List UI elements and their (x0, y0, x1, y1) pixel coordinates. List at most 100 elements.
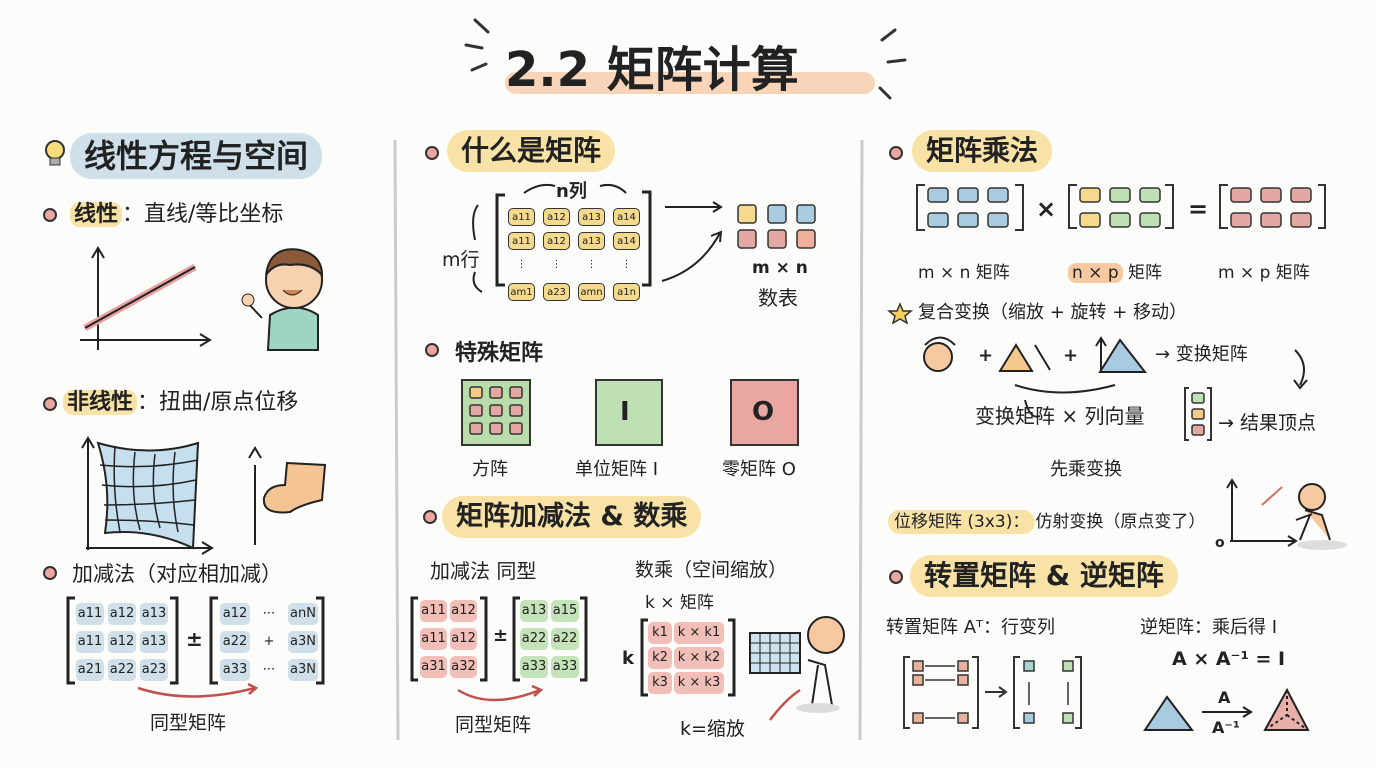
matrix-cell: a12 (108, 603, 136, 625)
bullet-dot (889, 570, 903, 584)
triangle-original-icon (1143, 695, 1195, 731)
matrix-cell: a15 (551, 600, 579, 622)
matrix-cell-mark (1079, 187, 1101, 203)
matrix-brackets (66, 190, 736, 697)
zero-matrix-box (730, 379, 799, 446)
matrix-cell-mark (957, 212, 979, 228)
affine-label: 仿射变换（原点变了） (1035, 512, 1206, 532)
matrix-cell: a13 (140, 631, 168, 653)
matrix-cell-mark (957, 187, 979, 203)
matrix-cell: anN (288, 603, 318, 625)
matrix-cell-mark (1230, 212, 1252, 228)
matrix-cell-mark (1230, 187, 1252, 203)
plus-sign: + (1063, 345, 1079, 366)
times-sign: × (1036, 195, 1057, 223)
label-mxn-matrix: m × n 矩阵 (918, 263, 1010, 283)
affine-axes (1226, 478, 1298, 547)
matrix-cell: a14 (613, 232, 640, 250)
matrix-cell-mark (987, 212, 1009, 228)
matrix-cell: a22 (108, 659, 136, 681)
matrix-cell: a12 (108, 631, 136, 653)
matrix-cell: k × k2 (674, 647, 724, 669)
matrix-cell: a13 (520, 600, 548, 622)
matrix-cell: ⋯ (262, 606, 276, 621)
section-header-what-is-matrix: 什么是矩阵 (447, 130, 616, 172)
scaling-person-illustration (749, 616, 845, 713)
boy-illustration (241, 248, 324, 351)
column-vector (1184, 387, 1212, 441)
matrix-cell: a3N (288, 659, 318, 681)
matrix-cell: a11 (508, 208, 535, 226)
arrow-label-a-inverse: A⁻¹ (1212, 718, 1240, 737)
matrix-cell: a11 (420, 628, 447, 650)
matrix-cell: k × k3 (674, 672, 724, 694)
section-header-linear-space: 线性方程与空间 (70, 133, 323, 179)
bullet-dot (425, 146, 439, 160)
arrow-label-a: A (1218, 688, 1231, 707)
sparkle-icon (464, 18, 907, 100)
section-header-add-scalar: 矩阵加减法 & 数乘 (442, 496, 702, 538)
matrix-cell: + (263, 634, 275, 649)
linear-desc: ：直线/等比坐标 (122, 202, 284, 227)
nxp-suffix: 矩阵 (1128, 263, 1163, 283)
matrix-cell: a12 (450, 600, 477, 622)
bullet-dot (423, 510, 437, 524)
matrix-cell: a12 (543, 208, 570, 226)
data-table-squares (737, 204, 816, 249)
star-icon (886, 302, 914, 325)
column-divider (858, 139, 864, 741)
same-type-label: 同型矩阵 (150, 712, 227, 734)
matrix-cell-mark (1260, 212, 1282, 228)
square-matrix-label: 方阵 (472, 459, 508, 480)
matrix-cell: k3 (648, 672, 672, 694)
matrix-cell: a33 (520, 656, 548, 678)
arrow (472, 183, 723, 293)
tm-times-vector: 变换矩阵 × 列向量 (975, 404, 1145, 428)
addsub-heading: 加减法（对应相加减） (72, 562, 282, 586)
first-multiply: 先乘变换 (1050, 459, 1122, 480)
table-label: 数表 (758, 286, 798, 310)
scalar-heading: 数乘（空间缩放） (635, 559, 788, 581)
matrix-cell: a12 (450, 628, 477, 650)
label-mxp-matrix: m × p 矩阵 (1218, 263, 1310, 283)
matrix-cell: amn (578, 283, 605, 301)
page-title: 2.2 矩阵计算 (505, 42, 799, 98)
transform-matrix-label: → 变换矩阵 (1155, 344, 1248, 365)
multiplication-cells (927, 187, 1312, 228)
plus-sign: + (978, 345, 994, 366)
zero-matrix-label: 零矩阵 O (722, 459, 796, 480)
matrix-cell: a22 (551, 628, 579, 650)
k-scale-label: k=缩放 (680, 718, 745, 740)
matrix-cell-mark (1290, 212, 1312, 228)
linear-label: 线性 (70, 202, 123, 227)
matrix-cell: k2 (648, 647, 672, 669)
matrix-cell: a33 (551, 656, 579, 678)
nonlinear-line: 非线性：扭曲/原点位移 (63, 388, 298, 418)
special-matrix-heading: 特殊矩阵 (455, 341, 544, 366)
zero-symbol: O (752, 397, 775, 427)
bullet-dot (425, 343, 439, 357)
matrix-cell: a11 (508, 232, 535, 250)
matrix-cell: a21 (76, 659, 104, 681)
matrix-cell-mark (1290, 187, 1312, 203)
matrix-cell: a11 (76, 603, 104, 625)
matrix-cell-mark (1139, 187, 1161, 203)
matrix-cell-mark (927, 187, 949, 203)
nonlinear-desc: ：扭曲/原点位移 (137, 390, 299, 415)
matrix-cell: ⋮ (516, 259, 527, 270)
matrix-cell: a31 (420, 656, 447, 678)
identity-symbol: I (620, 397, 630, 427)
plus-minus-sign: ± (186, 627, 203, 651)
matrix-cell: a12 (220, 603, 250, 625)
lightbulb-icon (45, 140, 65, 166)
matrix-cell-mark (1139, 212, 1161, 228)
origin-label: o (1215, 535, 1225, 551)
arrow (137, 682, 801, 721)
matrix-cell: am1 (508, 283, 535, 301)
matrix-cell-mark (1079, 212, 1101, 228)
pushing-person-illustration (1295, 483, 1347, 550)
shift-matrix-line: 位移矩阵 (3x3)：仿射变换（原点变了） (888, 507, 1206, 534)
matrix-cell-mark (1109, 212, 1131, 228)
matrix-cell: ⋯ (262, 662, 276, 677)
